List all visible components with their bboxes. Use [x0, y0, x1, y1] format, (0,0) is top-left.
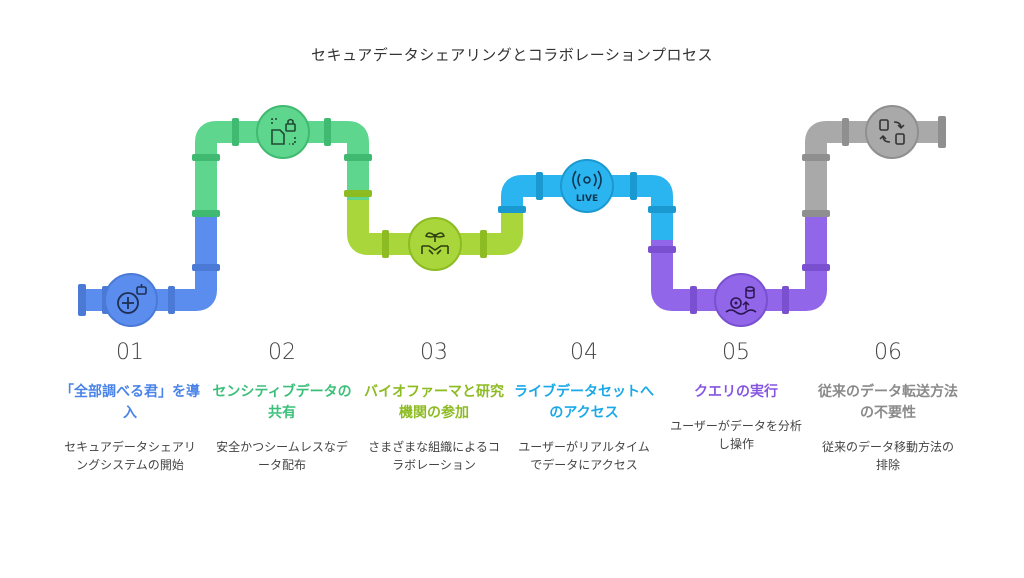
- step-heading: 「全部調べる君」を導入: [60, 384, 200, 421]
- step-description: セキュアデータシェアリングシステムの開始: [64, 440, 196, 472]
- pipeline-diagram: LIVE: [78, 105, 946, 327]
- robot-plus-icon: [104, 273, 158, 327]
- transfer-swap-icon: [865, 105, 919, 159]
- step-5: 05 クエリの実行 ユーザーがデータを分析し操作: [666, 340, 806, 453]
- step-1: 01 「全部調べる君」を導入 セキュアデータシェアリングシステムの開始: [60, 340, 200, 474]
- step-number: 03: [420, 340, 448, 365]
- step-number: 05: [722, 340, 750, 365]
- step-heading: クエリの実行: [694, 384, 778, 400]
- pipe-segment-6: [805, 121, 942, 210]
- step-number: 04: [570, 340, 598, 365]
- step-heading: バイオファーマと研究機関の参加: [364, 384, 504, 421]
- step-heading: 従来のデータ転送方法の不要性: [818, 384, 958, 421]
- step-description: さまざまな組織によるコラボレーション: [368, 440, 500, 472]
- diagram-title: セキュアデータシェアリングとコラボレーションプロセス: [311, 46, 713, 64]
- step-4: 04 ライブデータセットへのアクセス ユーザーがリアルタイムでデータにアクセス: [514, 340, 654, 474]
- step-description: 安全かつシームレスなデータ配布: [216, 440, 348, 472]
- step-heading: ライブデータセットへのアクセス: [514, 384, 654, 421]
- secure-document-icon: [256, 105, 310, 159]
- step-3: 03 バイオファーマと研究機関の参加 さまざまな組織によるコラボレーション: [364, 340, 504, 474]
- step-2: 02 センシティブデータの共有 安全かつシームレスなデータ配布: [212, 340, 352, 474]
- step-6: 06 従来のデータ転送方法の不要性 従来のデータ移動方法の排除: [818, 340, 958, 474]
- step-number: 06: [874, 340, 902, 365]
- step-number: 02: [268, 340, 296, 365]
- step-description: ユーザーがデータを分析し操作: [670, 419, 802, 451]
- step-heading: センシティブデータの共有: [212, 384, 352, 421]
- handshake-plant-icon: [408, 217, 462, 271]
- step-description: ユーザーがリアルタイムでデータにアクセス: [518, 440, 650, 472]
- pipe-segment-1: [82, 210, 217, 311]
- database-query-icon: [714, 273, 768, 327]
- svg-text:LIVE: LIVE: [576, 194, 598, 204]
- step-number: 01: [116, 340, 144, 365]
- step-description: 従来のデータ移動方法の排除: [821, 440, 954, 472]
- live-broadcast-icon: LIVE: [560, 159, 614, 213]
